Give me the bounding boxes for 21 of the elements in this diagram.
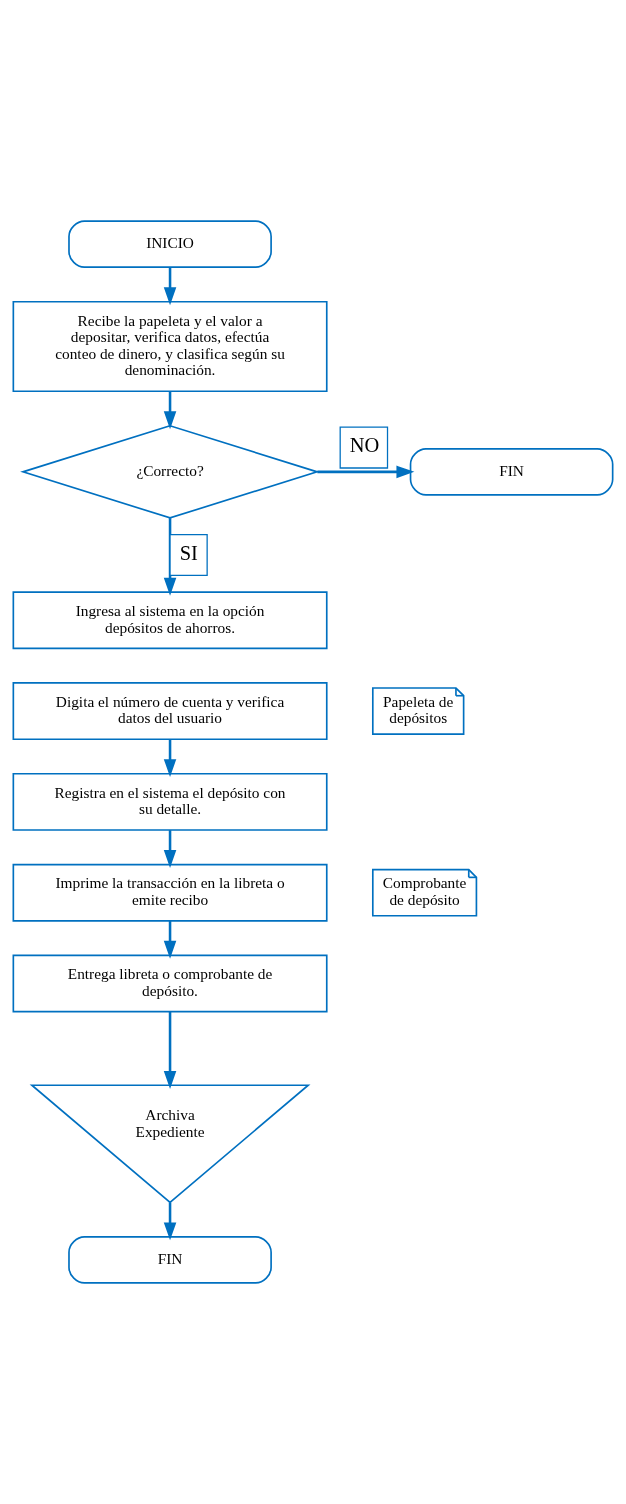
arrow bbox=[163, 739, 177, 778]
node-box: Digita el número de cuenta y verifica datos del usuario bbox=[12, 682, 328, 741]
arrow bbox=[317, 465, 415, 479]
arrow bbox=[163, 267, 177, 306]
arrow bbox=[163, 920, 177, 959]
node-box: FIN bbox=[409, 448, 614, 496]
arrow bbox=[163, 1011, 177, 1089]
edge-label: SI bbox=[179, 541, 198, 564]
arrow bbox=[163, 830, 177, 868]
node-box: Entrega libreta o comprobante de depósito. bbox=[12, 954, 328, 1013]
node-box: INICIO bbox=[68, 220, 272, 268]
arrow bbox=[163, 518, 177, 596]
edge-label: NO bbox=[349, 434, 380, 457]
node-box: Registra en el sistema el depósito con su detalle. bbox=[12, 772, 328, 831]
arrow bbox=[163, 1202, 177, 1241]
node-diamond: ¿Correcto? bbox=[20, 424, 320, 519]
node-box: Ingresa al sistema en la opción depósitos de ahorros. bbox=[12, 591, 328, 650]
node-box: Imprime la transacción en la libreta o emite recibo bbox=[12, 863, 328, 922]
arrow bbox=[163, 391, 177, 430]
node-box: FIN bbox=[68, 1236, 272, 1284]
node-box: Recibe la papeleta y el valor a depositar, verifica datos, efectúa conteo de dinero, y clasifica según su denominación. bbox=[12, 300, 328, 393]
